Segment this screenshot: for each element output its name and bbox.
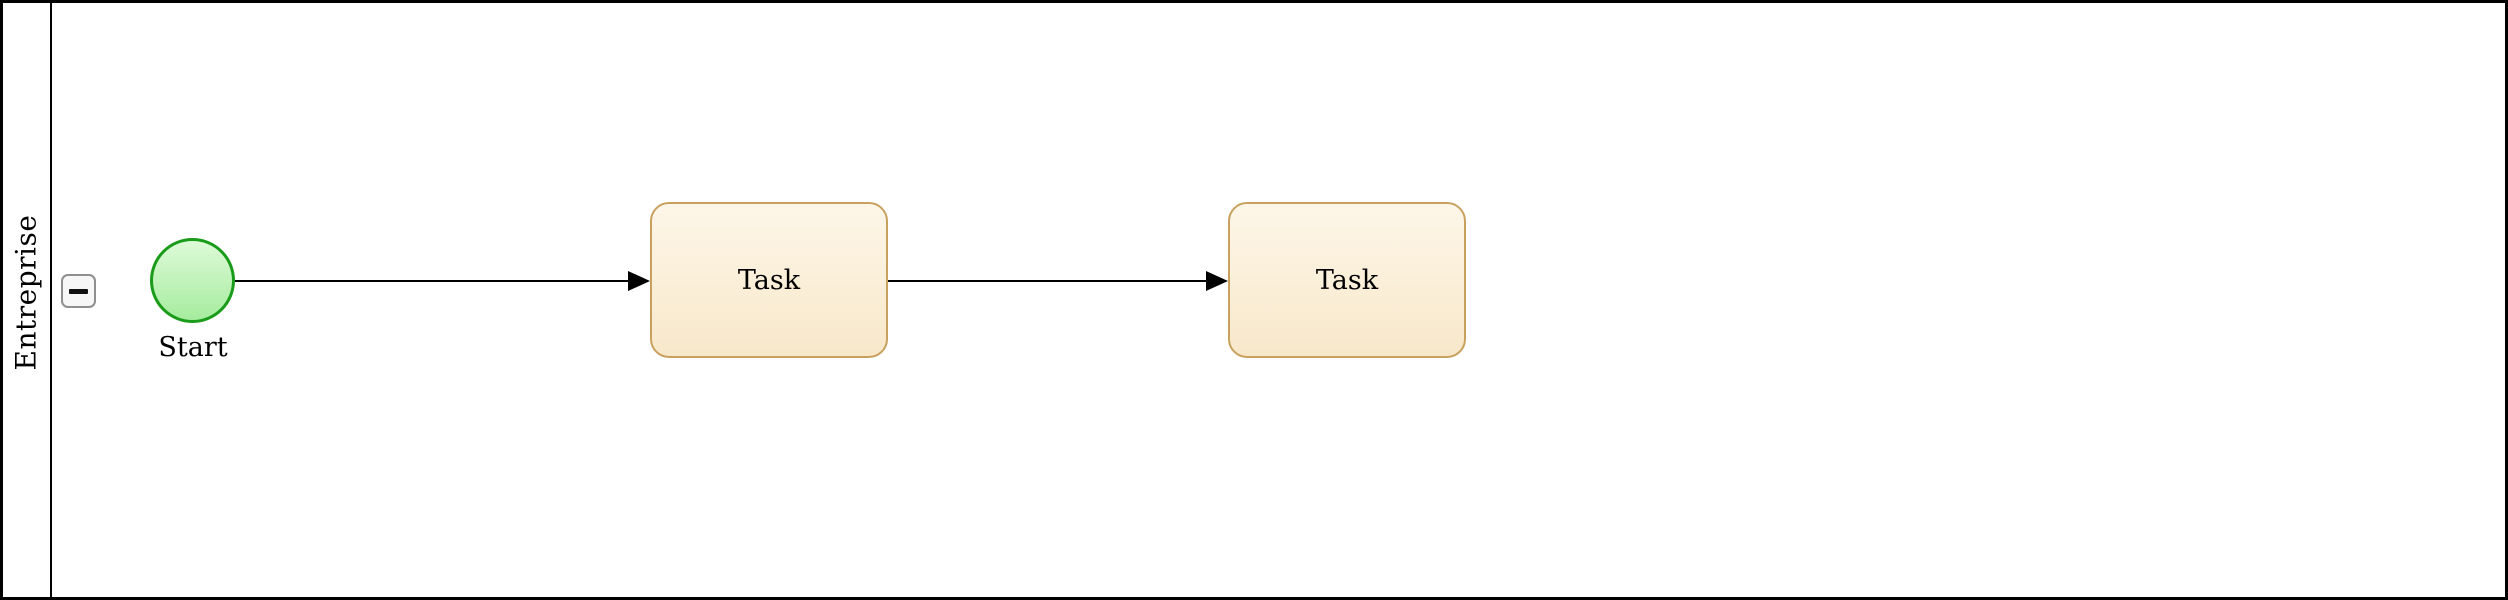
sequence-flow-task1-to-task2 <box>888 271 1228 291</box>
minus-icon <box>69 288 88 294</box>
task-1-label: Task <box>737 264 801 296</box>
lane-header: Entreprise <box>0 0 51 600</box>
lane-divider <box>50 0 52 600</box>
arrowhead-icon <box>628 271 650 291</box>
arrowhead-icon <box>1206 271 1228 291</box>
task-node-2[interactable]: Task <box>1228 202 1466 358</box>
start-event-label: Start <box>158 332 228 363</box>
task-node-1[interactable]: Task <box>650 202 888 358</box>
lane-label: Entreprise <box>9 214 43 370</box>
task-2-label: Task <box>1315 264 1379 296</box>
sequence-flow-start-to-task1 <box>235 271 650 291</box>
start-event-circle[interactable] <box>150 238 235 323</box>
lane-collapse-button[interactable] <box>61 274 96 308</box>
